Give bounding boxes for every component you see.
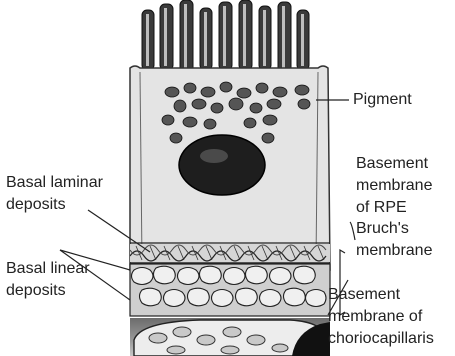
label-bm-rpe-line-2: membrane xyxy=(356,175,432,197)
label-bruchs-membrane: Bruch's membrane xyxy=(356,218,432,262)
label-bm-chorio-line-3: choriocapillaris xyxy=(328,328,434,350)
label-basal-laminar-line-1: Basal laminar xyxy=(6,172,103,194)
basal-laminar-deposits xyxy=(130,244,330,263)
choriocapillaris xyxy=(130,318,330,356)
label-bm-chorio-line-1: Basement xyxy=(328,284,434,306)
label-bm-chorio-line-2: membrane of xyxy=(328,306,434,328)
label-basement-membrane-choriocapillaris: Basement membrane of choriocapillaris xyxy=(328,284,434,350)
rpe-nucleus xyxy=(179,135,265,195)
label-basal-linear-line-2: deposits xyxy=(6,280,90,302)
label-basal-linear-deposits: Basal linear deposits xyxy=(6,258,90,302)
label-pigment: Pigment xyxy=(353,89,412,111)
label-bm-rpe-line-1: Basement xyxy=(356,153,432,175)
label-bm-rpe-line-3: of RPE xyxy=(356,197,432,219)
bruchs-membrane xyxy=(130,264,330,316)
label-basal-linear-line-1: Basal linear xyxy=(6,258,90,280)
label-basal-laminar-line-2: deposits xyxy=(6,194,103,216)
label-basement-membrane-rpe: Basement membrane of RPE xyxy=(356,153,432,219)
label-basal-laminar-deposits: Basal laminar deposits xyxy=(6,172,103,216)
label-bruchs-line-2: membrane xyxy=(356,240,432,262)
label-bruchs-line-1: Bruch's xyxy=(356,218,432,240)
